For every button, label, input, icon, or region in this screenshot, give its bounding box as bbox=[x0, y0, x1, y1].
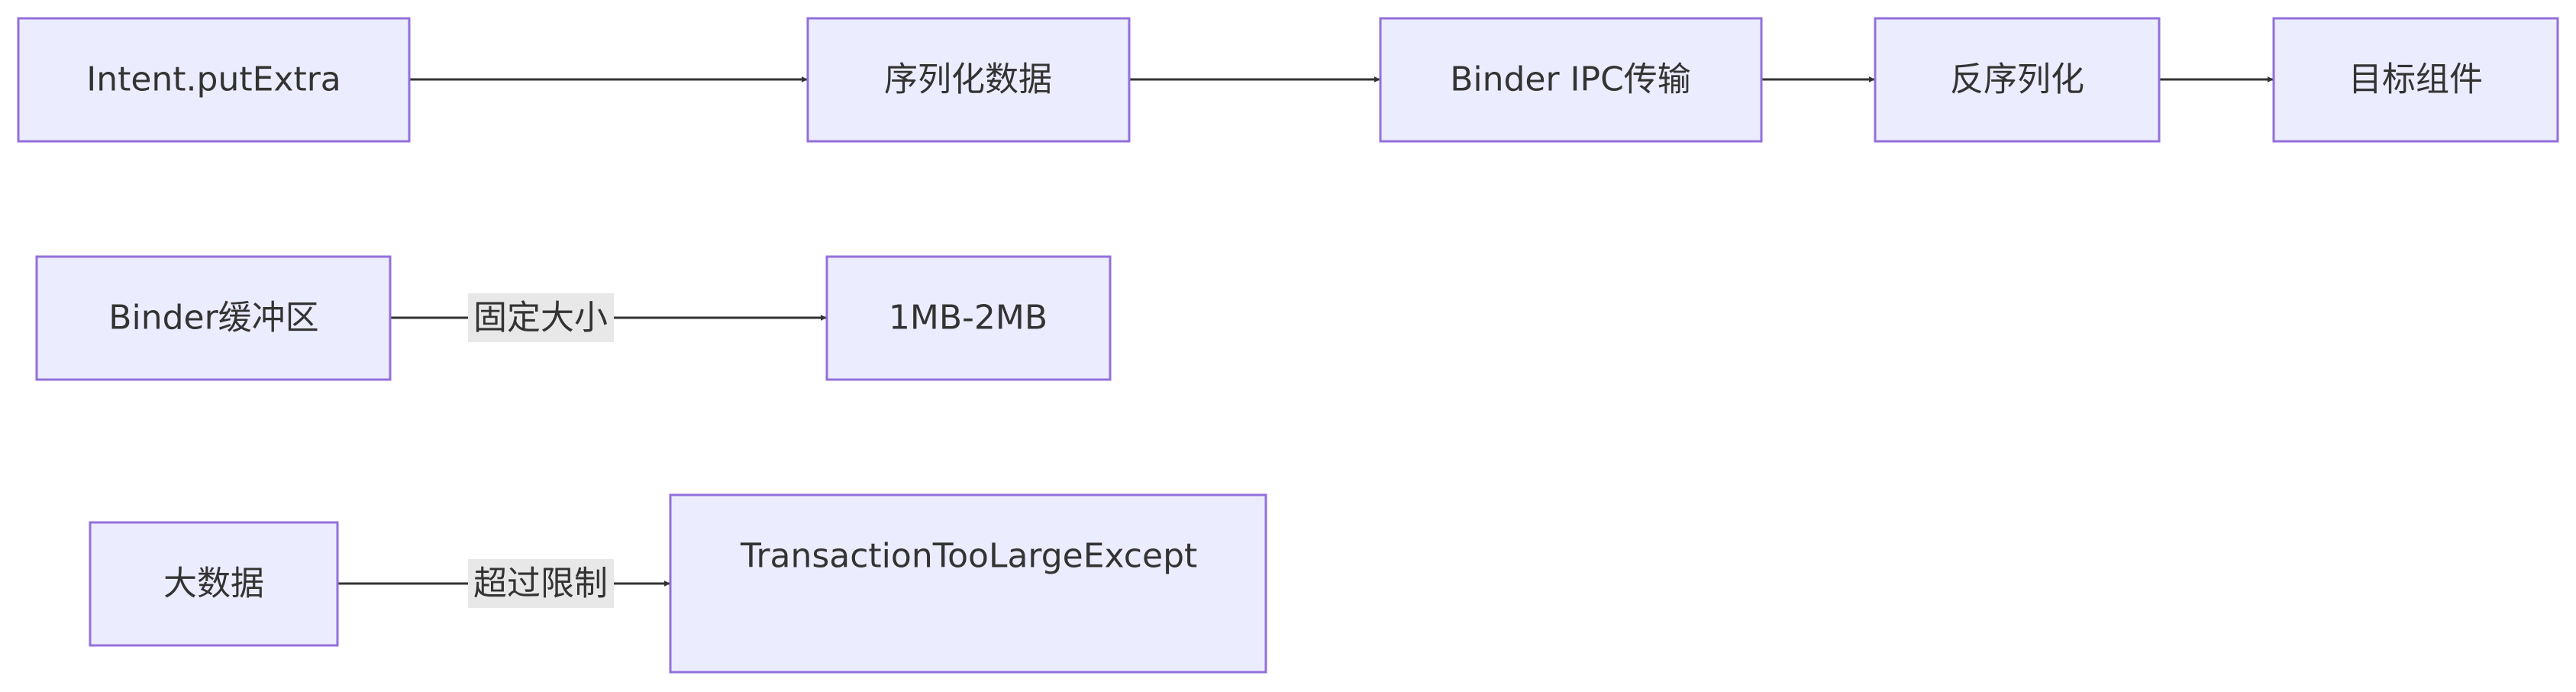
node-intent-put-extra: Intent.putExtra bbox=[17, 17, 411, 143]
edge-label-text: 固定大小 bbox=[473, 299, 608, 338]
node-label: TransactionTooLargeExceptio bbox=[740, 537, 1227, 576]
node-binder-buffer: Binder缓冲区 bbox=[35, 255, 392, 381]
node-target-component: 目标组件 bbox=[2272, 17, 2559, 143]
node-label: Binder缓冲区 bbox=[108, 299, 318, 338]
node-label: 序列化数据 bbox=[884, 60, 1052, 99]
node-label: 大数据 bbox=[163, 564, 264, 603]
node-label: 反序列化 bbox=[1950, 60, 2084, 99]
node-binder-ipc: Binder IPC传输 bbox=[1379, 17, 1763, 143]
node-transaction-too-large-exception: TransactionTooLargeExceptio bbox=[669, 493, 1267, 674]
edge-label-exceeds-limit: 超过限制 bbox=[468, 559, 614, 608]
node-label: Intent.putExtra bbox=[86, 60, 341, 99]
edge-label-fixed-size: 固定大小 bbox=[468, 293, 614, 342]
node-label: Binder IPC传输 bbox=[1450, 60, 1691, 99]
node-label: 1MB-2MB bbox=[889, 299, 1048, 338]
node-label: 目标组件 bbox=[2348, 60, 2483, 99]
node-deserialize: 反序列化 bbox=[1874, 17, 2161, 143]
node-large-data: 大数据 bbox=[89, 521, 339, 647]
node-buffer-size: 1MB-2MB bbox=[825, 255, 1112, 381]
node-serialize-data: 序列化数据 bbox=[806, 17, 1131, 143]
edge-label-text: 超过限制 bbox=[473, 564, 608, 603]
